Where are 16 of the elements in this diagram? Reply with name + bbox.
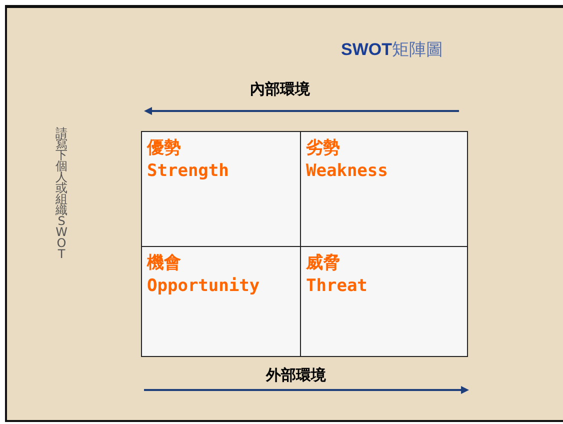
quadrant-term: Threat <box>306 276 368 296</box>
quadrant-heading: 威脅 <box>306 252 340 274</box>
title: SWOT矩陣圖 <box>341 39 443 61</box>
quadrant-heading: 優勢 <box>147 137 181 159</box>
axis-label: 外部環境 <box>266 366 326 385</box>
quadrant-box <box>141 131 301 248</box>
axis-label: 內部環境 <box>250 80 310 99</box>
quadrant-heading: 機會 <box>147 252 181 274</box>
instruction-text: 請寫下個人或組織 SWOT <box>55 128 68 260</box>
quadrant-term: Strength <box>147 161 229 181</box>
quadrant-term: Weakness <box>306 161 388 181</box>
quadrant-box <box>300 131 468 248</box>
quadrant-heading: 劣勢 <box>306 137 340 159</box>
quadrant-box <box>300 246 468 357</box>
quadrant-box <box>141 246 301 357</box>
quadrant-term: Opportunity <box>147 276 260 296</box>
